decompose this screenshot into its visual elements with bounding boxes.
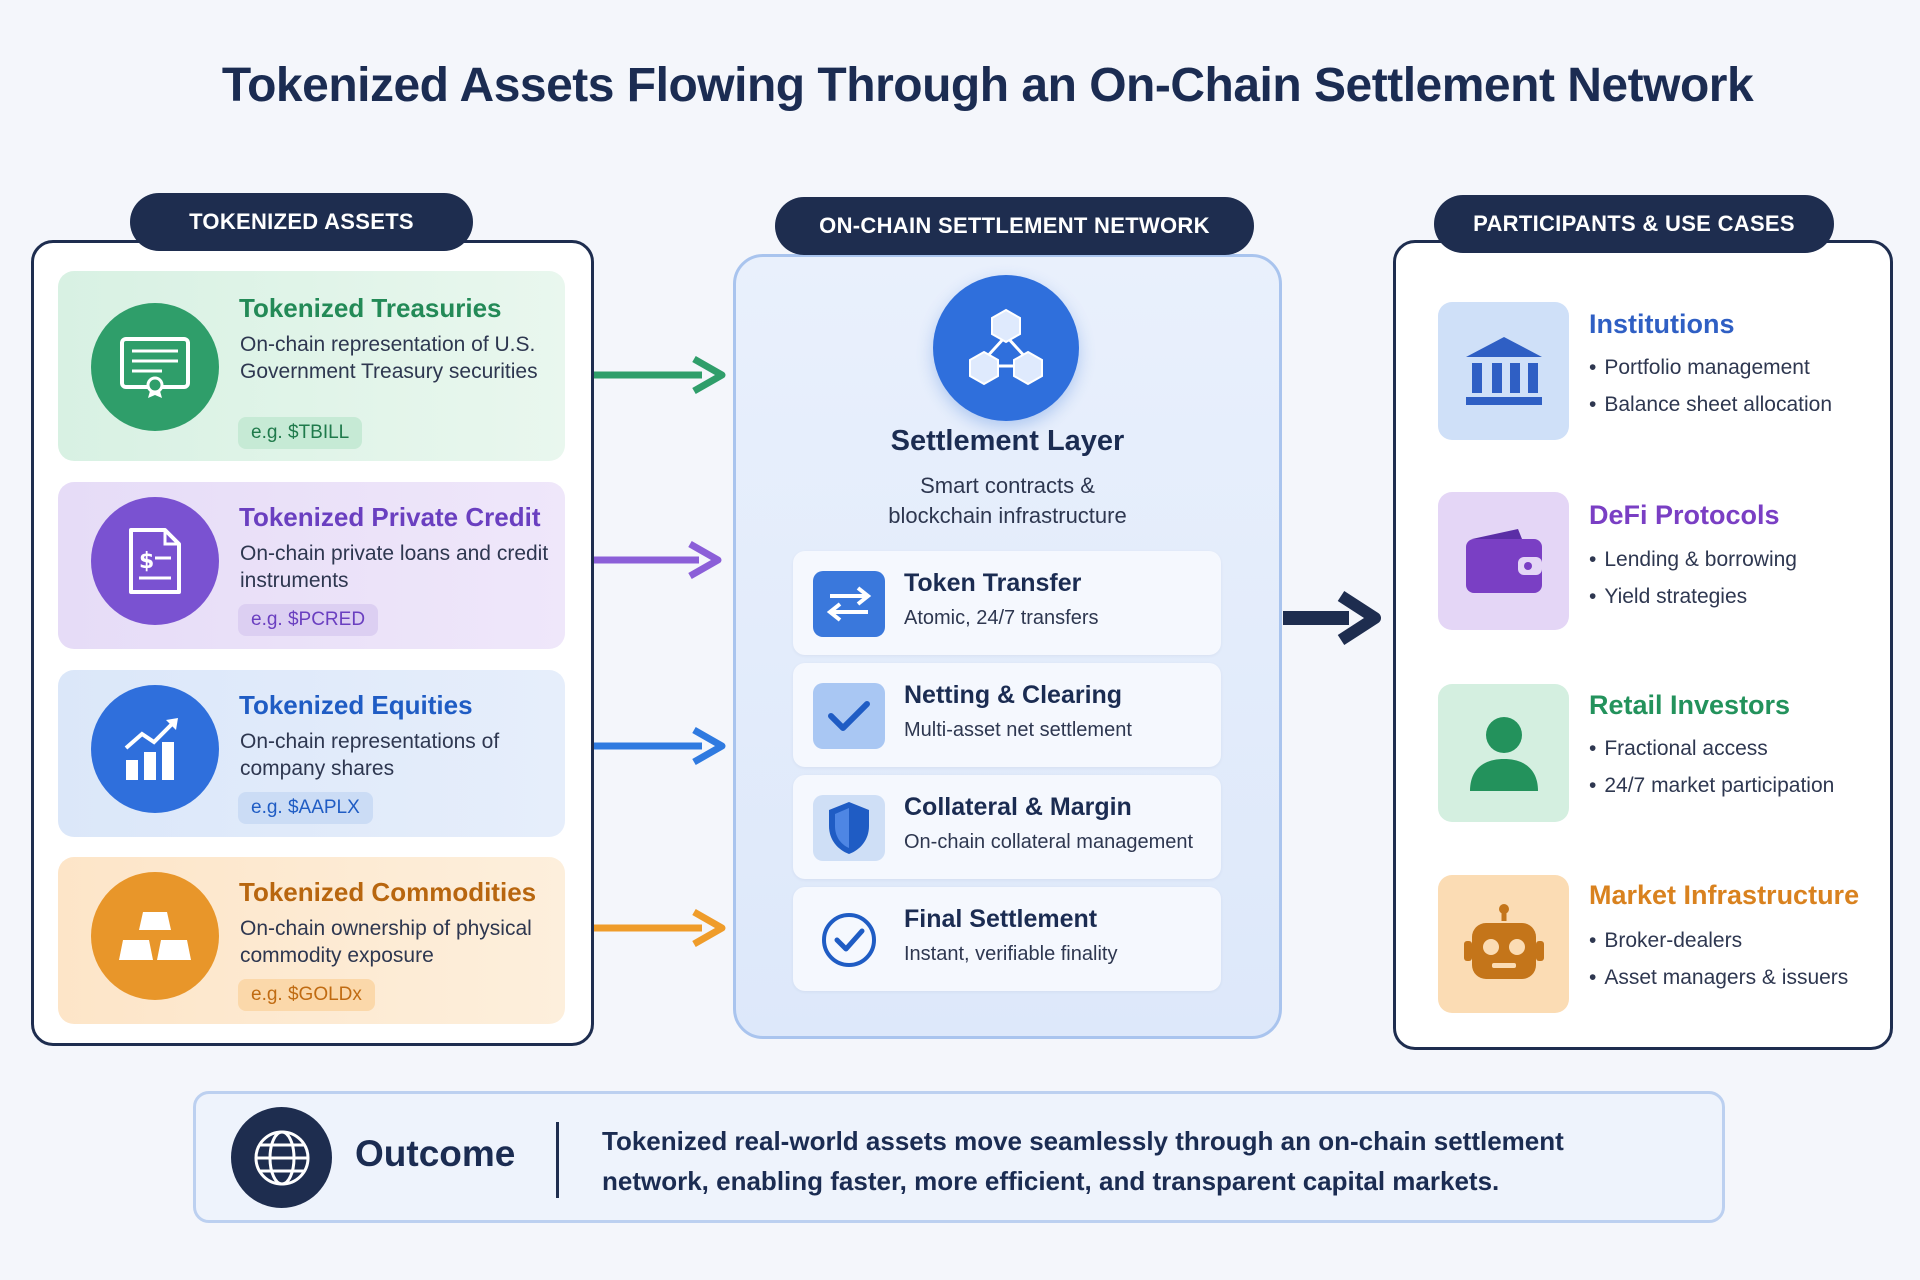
asset-card-equities: Tokenized Equities On-chain representati… [58, 670, 565, 837]
outcome-label: Outcome [355, 1133, 516, 1174]
step-title: Netting & Clearing [904, 681, 1123, 709]
step-description: Instant, verifiable finality [904, 943, 1118, 965]
step-final-settlement: Final Settlement Instant, verifiable fin… [793, 887, 1221, 991]
loan-document-icon: $ [91, 497, 219, 625]
globe-icon [231, 1107, 332, 1208]
participant-title: Retail Investors [1589, 690, 1791, 720]
list-item: Broker-dealers [1589, 922, 1848, 959]
flow-arrow-commodities [594, 908, 726, 948]
participant-use-cases: Fractional access 24/7 market participat… [1589, 730, 1834, 804]
asset-ticker-tag: e.g. $PCRED [238, 604, 379, 636]
shield-icon [813, 795, 885, 861]
flow-arrow-private-credit [594, 540, 722, 580]
asset-ticker-tag: e.g. $TBILL [238, 417, 363, 449]
step-description: Multi-asset net settlement [904, 719, 1132, 741]
list-item: Asset managers & issuers [1589, 959, 1848, 996]
list-item: Fractional access [1589, 730, 1834, 767]
asset-ticker-tag: e.g. $AAPLX [238, 792, 373, 824]
wallet-icon [1438, 492, 1569, 630]
flow-arrow-to-participants [1283, 590, 1381, 646]
subtitle-line: Smart contracts & [920, 473, 1095, 498]
swap-arrows-icon [813, 571, 885, 637]
step-token-transfer: Token Transfer Atomic, 24/7 transfers [793, 551, 1221, 655]
list-item: 24/7 market participation [1589, 767, 1834, 804]
outcome-divider [556, 1122, 559, 1198]
settlement-layer-subtitle: Smart contracts & blockchain infrastruct… [733, 471, 1282, 531]
list-item: Portfolio management [1589, 349, 1832, 386]
asset-description: On-chain representations of company shar… [240, 730, 500, 780]
participant-title: DeFi Protocols [1589, 500, 1780, 530]
flow-arrow-equities [594, 726, 726, 766]
page-title: Tokenized Assets Flowing Through an On-C… [221, 59, 1754, 112]
asset-description: On-chain representation of U.S. Governme… [240, 333, 538, 383]
participant-title: Institutions [1589, 309, 1735, 339]
check-circle-icon [813, 907, 885, 973]
list-item: Yield strategies [1589, 578, 1797, 615]
list-item: Lending & borrowing [1589, 541, 1797, 578]
participant-title: Market Infrastructure [1589, 880, 1860, 910]
step-description: Atomic, 24/7 transfers [904, 607, 1099, 629]
asset-title: Tokenized Treasuries [239, 293, 502, 323]
step-title: Token Transfer [904, 569, 1082, 597]
step-description: On-chain collateral management [904, 831, 1194, 853]
asset-card-treasuries: Tokenized Treasuries On-chain representa… [58, 271, 565, 461]
person-icon [1438, 684, 1569, 822]
asset-card-commodities: Tokenized Commodities On-chain ownership… [58, 857, 565, 1024]
growth-chart-icon [91, 685, 219, 813]
asset-title: Tokenized Commodities [239, 877, 537, 907]
asset-ticker-tag: e.g. $GOLDx [238, 979, 375, 1011]
asset-description: On-chain private loans and credit instru… [240, 542, 549, 592]
step-title: Collateral & Margin [904, 793, 1132, 821]
participant-use-cases: Portfolio management Balance sheet alloc… [1589, 349, 1832, 423]
gold-bars-icon [91, 872, 219, 1000]
certificate-icon [91, 303, 219, 431]
step-netting-clearing: Netting & Clearing Multi-asset net settl… [793, 663, 1221, 767]
svg-text:$: $ [139, 549, 154, 574]
asset-title: Tokenized Private Credit [239, 502, 541, 532]
step-collateral-margin: Collateral & Margin On-chain collateral … [793, 775, 1221, 879]
settlement-layer-title: Settlement Layer [890, 425, 1125, 457]
participants-header: PARTICIPANTS & USE CASES [1434, 195, 1834, 253]
outcome-box: Outcome Tokenized real-world assets move… [193, 1091, 1725, 1223]
participant-use-cases: Lending & borrowing Yield strategies [1589, 541, 1797, 615]
flow-arrow-treasuries [594, 355, 726, 395]
asset-title: Tokenized Equities [239, 690, 473, 720]
bank-icon [1438, 302, 1569, 440]
robot-icon [1438, 875, 1569, 1013]
assets-header: TOKENIZED ASSETS [130, 193, 473, 251]
list-item: Balance sheet allocation [1589, 386, 1832, 423]
subtitle-line: blockchain infrastructure [888, 503, 1127, 528]
checkmark-icon [813, 683, 885, 749]
network-cubes-icon [933, 275, 1079, 421]
settlement-network-header: ON-CHAIN SETTLEMENT NETWORK [775, 197, 1254, 255]
asset-description: On-chain ownership of physical commodity… [240, 917, 532, 967]
outcome-text: Tokenized real-world assets move seamles… [602, 1126, 1564, 1196]
asset-card-private-credit: $ Tokenized Private Credit On-chain priv… [58, 482, 565, 649]
step-title: Final Settlement [904, 905, 1098, 933]
participant-use-cases: Broker-dealers Asset managers & issuers [1589, 922, 1848, 996]
